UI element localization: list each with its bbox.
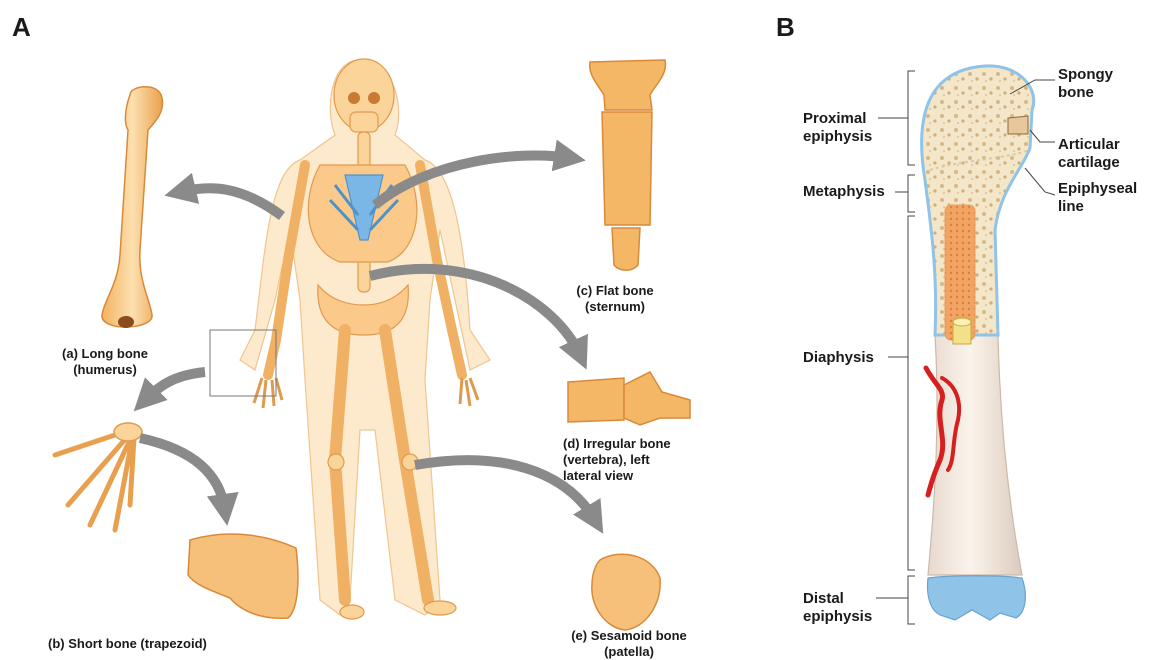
label-spongy-bone: Spongy bone <box>1058 66 1113 102</box>
vertebra-illustration <box>568 372 690 425</box>
trapezoid-illustration <box>188 534 298 618</box>
long-bone-cross-section <box>922 66 1034 620</box>
humerus-illustration <box>102 87 163 328</box>
label-sesamoid-bone: (e) Sesamoid bone (patella) <box>566 628 692 660</box>
label-diaphysis: Diaphysis <box>803 349 874 367</box>
hand-bones-illustration <box>55 423 142 530</box>
sternum-illustration <box>590 60 666 270</box>
patella-illustration <box>592 554 660 630</box>
arrow-to-humerus <box>180 188 282 216</box>
label-epiphyseal-line: Epiphyseal line <box>1058 180 1137 216</box>
label-irregular-bone: (d) Irregular bone (vertebra), left late… <box>563 436 691 484</box>
label-proximal-epiphysis: Proximal epiphysis <box>803 110 872 146</box>
label-distal-epiphysis: Distal epiphysis <box>803 590 872 626</box>
label-flat-bone: (c) Flat bone (sternum) <box>560 283 670 315</box>
label-metaphysis: Metaphysis <box>803 183 885 201</box>
label-long-bone: (a) Long bone (humerus) <box>40 346 170 378</box>
label-short-bone: (b) Short bone (trapezoid) <box>48 636 207 652</box>
skeleton-figure <box>240 59 490 619</box>
arrow-to-trapezoid <box>140 438 225 510</box>
label-articular-cartilage: Articular cartilage <box>1058 136 1120 172</box>
